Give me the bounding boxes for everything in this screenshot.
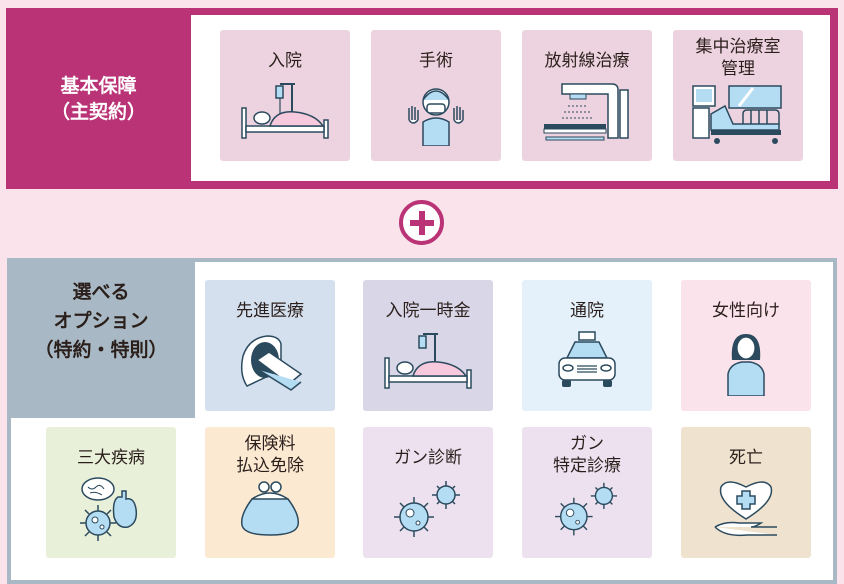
basic-coverage-label: 基本保障 （主契約） xyxy=(6,8,191,189)
card-label: 入院 xyxy=(268,51,302,71)
card-premium-waiver: 保険料 払込免除 xyxy=(205,427,335,558)
options-title-line2: オプション xyxy=(53,310,149,332)
card-icu: 集中治療室 管理 xyxy=(673,30,803,161)
card-label: ガン 特定診療 xyxy=(553,434,621,476)
coin-purse-icon xyxy=(240,481,300,536)
card-hospitalization: 入院 xyxy=(220,30,350,161)
basic-coverage-title: 基本保障 xyxy=(60,74,137,97)
cancer-cells-icon xyxy=(394,481,460,537)
card-three-major-diseases: 三大疾病 xyxy=(46,427,176,558)
card-outpatient: 通院 xyxy=(522,280,652,411)
card-label: 女性向け xyxy=(712,301,780,321)
card-label: 入院一時金 xyxy=(385,301,471,321)
card-label: 三大疾病 xyxy=(77,448,145,468)
surgeon-icon xyxy=(408,88,464,146)
options-label: 選べる オプション （特約・特則） xyxy=(7,258,195,418)
card-label: 保険料 払込免除 xyxy=(236,434,304,476)
cancer-cells-icon xyxy=(555,482,618,536)
card-label: 手術 xyxy=(419,51,453,71)
card-cancer-diagnosis: ガン診断 xyxy=(363,427,493,558)
card-cancer-specific-treatment: ガン 特定診療 xyxy=(522,427,652,558)
card-advanced-medical: 先進医療 xyxy=(205,280,335,411)
card-label: ガン診断 xyxy=(394,448,462,468)
basic-coverage-subtitle: （主契約） xyxy=(50,100,146,123)
options-subtitle: （特約・特則） xyxy=(34,339,168,361)
plus-icon xyxy=(399,200,444,245)
options-title-line1: 選べる xyxy=(72,281,130,303)
card-label: 先進医療 xyxy=(236,301,304,321)
woman-icon xyxy=(727,334,765,396)
card-women: 女性向け xyxy=(681,280,811,411)
mri-scanner-icon xyxy=(240,335,303,391)
brain-heart-virus-icon xyxy=(80,477,138,541)
hospital-bed-icon xyxy=(384,333,472,389)
card-label: 死亡 xyxy=(729,448,763,468)
card-hospitalization-lump-sum: 入院一時金 xyxy=(363,280,493,411)
taxi-icon xyxy=(558,331,616,387)
card-label: 通院 xyxy=(570,301,604,321)
card-radiation-therapy: 放射線治療 xyxy=(522,30,652,161)
card-surgery: 手術 xyxy=(371,30,501,161)
hospital-bed-icon xyxy=(241,83,329,139)
card-label: 放射線治療 xyxy=(544,51,630,71)
radiation-machine-icon xyxy=(543,83,629,141)
heart-hand-icon xyxy=(714,481,777,537)
card-label: 集中治療室 管理 xyxy=(695,37,781,79)
icu-bed-icon xyxy=(692,85,782,144)
card-death: 死亡 xyxy=(681,427,811,558)
